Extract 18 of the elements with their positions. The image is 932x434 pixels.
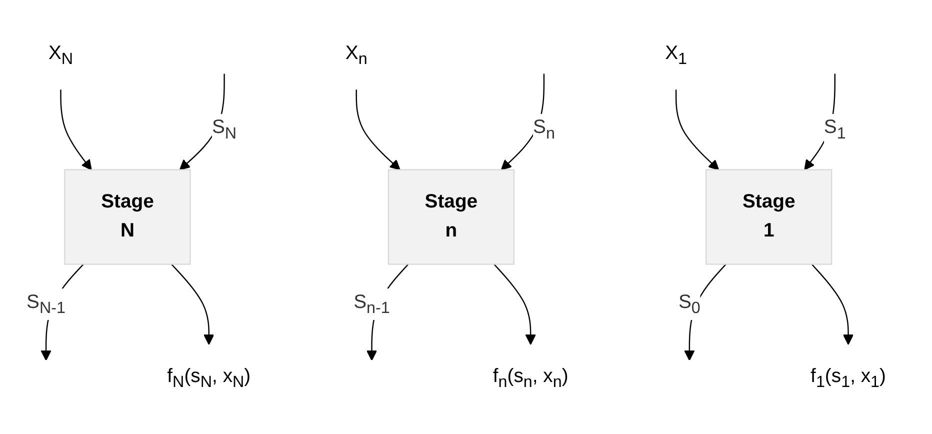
variable-label: X$_{N}$ [48,43,74,68]
variable-label: X$_{1}$ [665,43,687,68]
stage-box: Stage n [388,169,514,265]
arrow [811,264,854,345]
edge-label: S$_{n-1}$ [354,292,390,317]
variable-label: f$_{1}$(s$_{1}$, x$_{1}$) [810,366,886,391]
arrow [356,90,400,170]
arrow [494,264,536,345]
arrow [171,264,214,345]
stage-box: Stage N [64,169,191,265]
arrow [675,90,720,170]
edge-label: S$_{1}$ [824,117,846,142]
stage-box: Stage 1 [706,169,832,265]
variable-label: f$_{n}$(s$_{n}$, x$_{n}$) [492,366,568,391]
arrow [60,90,92,170]
edge-label: S$_{0}$ [678,292,700,317]
variable-label: f$_{N}$(s$_{N}$, x$_{N}$) [167,366,251,391]
variable-label: X$_{n}$ [345,43,368,68]
